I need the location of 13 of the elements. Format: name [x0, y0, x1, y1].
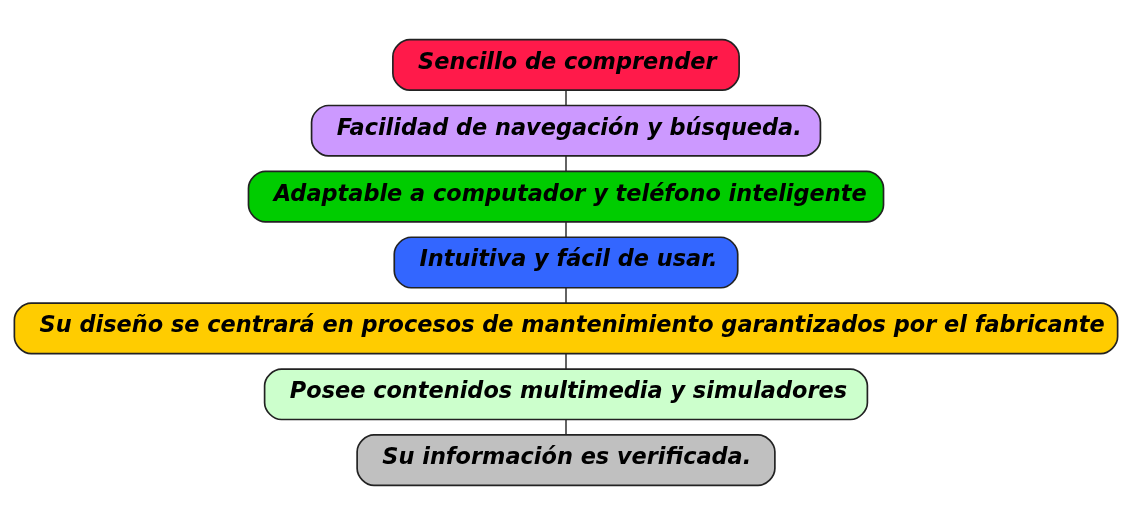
node-box: Su diseño se centrará en procesos de mantenimiento garantizados por el fabricante	[13, 301, 1119, 354]
node-box: Facilidad de navegación y búsqueda.	[310, 104, 822, 157]
node-box: Sencillo de comprender	[392, 38, 740, 91]
node-box: Su información es verificada.	[356, 433, 776, 486]
connector	[565, 220, 567, 238]
connector	[565, 88, 567, 106]
node-box: Posee contenidos multimedia y simuladores	[263, 367, 869, 420]
node-box: Intuitiva y fácil de usar.	[393, 235, 739, 289]
node-box: Adaptable a computador y teléfono inteligente	[247, 170, 885, 223]
connector	[565, 154, 567, 172]
connector	[565, 418, 567, 436]
connector	[565, 286, 567, 304]
connector	[565, 352, 567, 370]
